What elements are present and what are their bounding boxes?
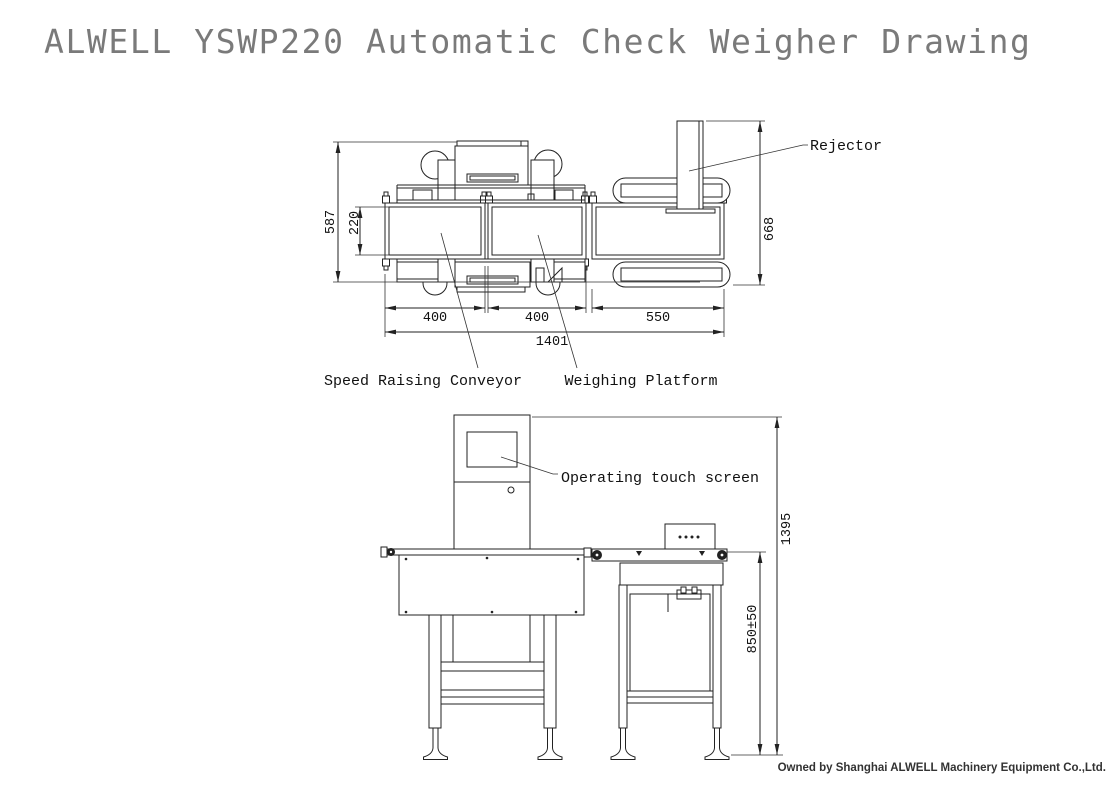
label-rejector: Rejector [810,138,882,155]
label-speed-raising-conveyor: Speed Raising Conveyor [324,373,522,390]
dim-bottom-row: 400 400 550 1401 [384,266,725,350]
dim-220-text: 220 [348,211,363,235]
dim-850: 850±50 [727,551,766,755]
adjustable-foot [704,727,730,760]
weighing-table [583,523,730,760]
drawing-title: ALWELL YSWP220 Automatic Check Weigher D… [44,22,1032,61]
dim-668-text: 668 [763,217,778,241]
dim-850-text: 850±50 [746,605,761,654]
label-operating-touch-screen: Operating touch screen [561,470,759,487]
top-view-labels: Speed Raising Conveyor Weighing Platform… [324,138,882,390]
conveyor-belts [384,202,725,260]
dim-587: 587 [324,141,700,283]
reject-conveyor-rollers [612,177,731,288]
side-view: 1395 850±50 Operating touch screen [380,414,795,760]
motor-box [454,145,529,186]
main-stand [423,614,563,760]
side-view-labels: Operating touch screen [500,456,759,487]
leader-rejector [688,144,808,172]
dim-400-weigh-text: 400 [525,311,549,326]
belt-clamps [382,191,727,271]
leader-speed-conveyor [440,232,479,369]
dim-400-infeed-text: 400 [423,311,447,326]
ownership-note: Owned by Shanghai ALWELL Machinery Equip… [777,762,1106,774]
leader-touch-screen [500,456,558,475]
dim-220: 220 [348,206,389,256]
dim-587-text: 587 [324,210,339,234]
dim-668: 668 [706,120,778,286]
label-weighing-platform: Weighing Platform [564,373,717,390]
drive-assembly [396,140,586,203]
touch-screen [466,431,518,468]
adjustable-foot [423,727,448,760]
top-view: 587 220 668 [324,120,882,390]
dim-1395: 1395 [532,416,795,756]
leader-weighing-platform [537,234,578,369]
bottom-assembly [396,258,586,293]
junction-box [664,523,716,550]
adjustable-foot [537,727,563,760]
adjustable-foot [610,727,636,760]
dim-1395-text: 1395 [780,513,795,545]
main-conveyor-body [380,546,592,616]
cabinet-knob [507,486,515,494]
rejector [665,120,716,214]
dim-550-text: 550 [646,311,670,326]
dim-1401-text: 1401 [536,335,568,350]
rejector-plate [665,208,716,214]
control-cabinet [453,414,531,550]
